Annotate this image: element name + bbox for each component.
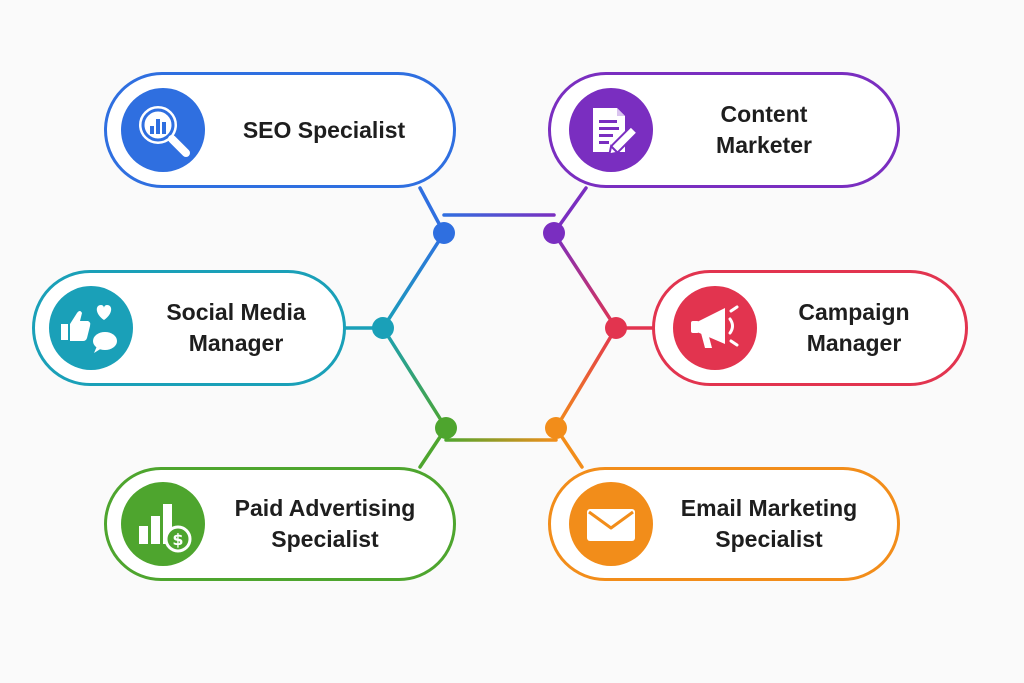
node-seo [433, 222, 455, 244]
node-content [543, 222, 565, 244]
node-social [372, 317, 394, 339]
node-paid [435, 417, 457, 439]
email-icon-badge [569, 482, 653, 566]
megaphone-icon [674, 287, 756, 369]
role-label-seo: SEO Specialist [242, 116, 406, 143]
role-label-email: Email Marketing Specialist [680, 495, 858, 552]
growth-dollar-icon: $ [122, 483, 204, 565]
node-email [545, 417, 567, 439]
role-label-campaign: Campaign Manager [798, 299, 910, 356]
role-card-paid: $ Paid Advertising Specialist [104, 467, 456, 581]
svg-text:$: $ [172, 530, 183, 549]
document-edit-icon [570, 89, 652, 171]
social-icon-badge [49, 286, 133, 370]
connector-seo-social [381, 231, 446, 330]
role-label-content: Content Marketer [716, 101, 812, 158]
role-card-social: Social Media Manager [32, 270, 346, 386]
envelope-icon [570, 483, 652, 565]
node-campaign [605, 317, 627, 339]
role-card-email: Email Marketing Specialist [548, 467, 900, 581]
connector-content-campaign [552, 231, 618, 330]
social-like-icon [50, 287, 132, 369]
connector-campaign-email [554, 326, 618, 430]
campaign-icon-badge [673, 286, 757, 370]
content-icon-badge [569, 88, 653, 172]
role-card-seo: SEO Specialist [104, 72, 456, 188]
seo-icon-badge [121, 88, 205, 172]
role-card-content: Content Marketer [548, 72, 900, 188]
search-analytics-icon [122, 89, 204, 171]
role-card-campaign: Campaign Manager [652, 270, 968, 386]
role-label-social: Social Media Manager [166, 299, 306, 356]
connector-social-paid [381, 326, 448, 430]
paid-icon-badge: $ [121, 482, 205, 566]
role-label-paid: Paid Advertising Specialist [234, 495, 416, 552]
